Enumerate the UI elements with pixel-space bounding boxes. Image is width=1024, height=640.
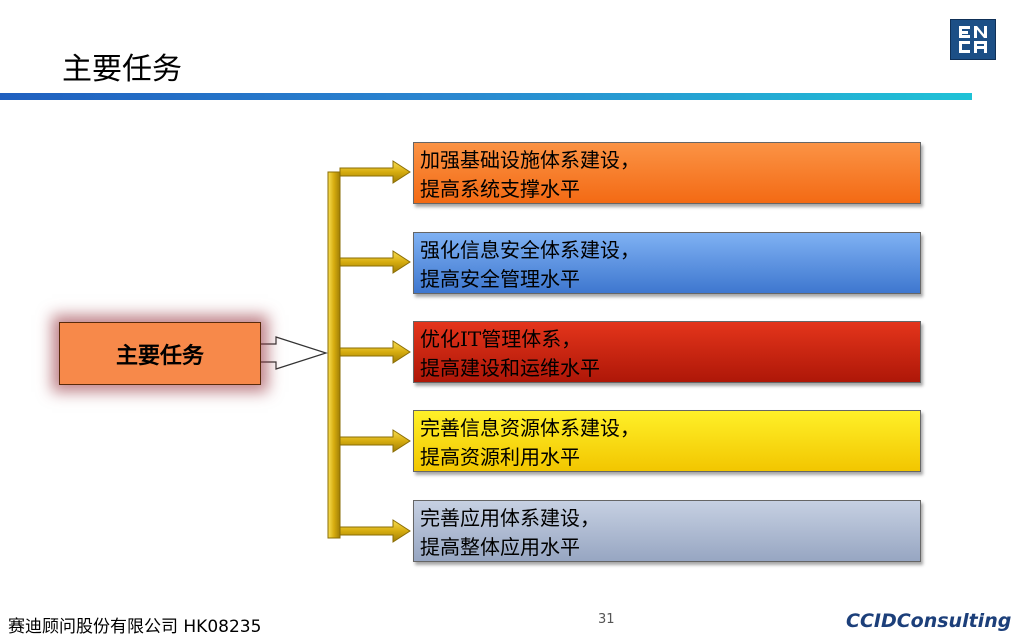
task-box-information-resources: 完善信息资源体系建设， 提高资源利用水平: [413, 410, 921, 472]
branch-arrow: [339, 160, 411, 184]
root-node: 主要任务: [59, 322, 261, 385]
task-line: 加强基础设施体系建设，: [420, 148, 640, 172]
ecca-logo-icon: [950, 19, 996, 60]
branch-arrow: [339, 429, 411, 453]
branch-arrow: [339, 250, 411, 274]
footer-company: 赛迪顾问股份有限公司 HK08235: [8, 617, 262, 637]
task-box-security: 强化信息安全体系建设， 提高安全管理水平: [413, 232, 921, 294]
task-box-applications: 完善应用体系建设， 提高整体应用水平: [413, 500, 921, 562]
task-line: 提高整体应用水平: [420, 535, 580, 559]
task-line: 完善应用体系建设，: [420, 506, 600, 530]
branch-arrow: [339, 340, 411, 364]
title-underline: [0, 93, 972, 100]
task-box-it-management: 优化IT管理体系， 提高建设和运维水平: [413, 321, 921, 383]
branch-arrow: [339, 519, 411, 543]
block-arrow-right-icon: [259, 336, 328, 370]
branch-connector: [327, 160, 411, 543]
task-line: 提高建设和运维水平: [420, 356, 600, 380]
brand-logo-text: CCIDConsulting: [846, 610, 1012, 632]
task-line: 完善信息资源体系建设，: [420, 416, 640, 440]
task-line: 强化信息安全体系建设，: [420, 238, 640, 262]
task-box-infrastructure: 加强基础设施体系建设， 提高系统支撑水平: [413, 142, 921, 204]
task-line: 提高资源利用水平: [420, 445, 580, 469]
task-line: 提高安全管理水平: [420, 267, 580, 291]
task-line: 提高系统支撑水平: [420, 177, 580, 201]
page-title: 主要任务: [62, 52, 182, 87]
task-line: 优化IT管理体系，: [420, 327, 582, 351]
page-number: 31: [598, 612, 615, 627]
